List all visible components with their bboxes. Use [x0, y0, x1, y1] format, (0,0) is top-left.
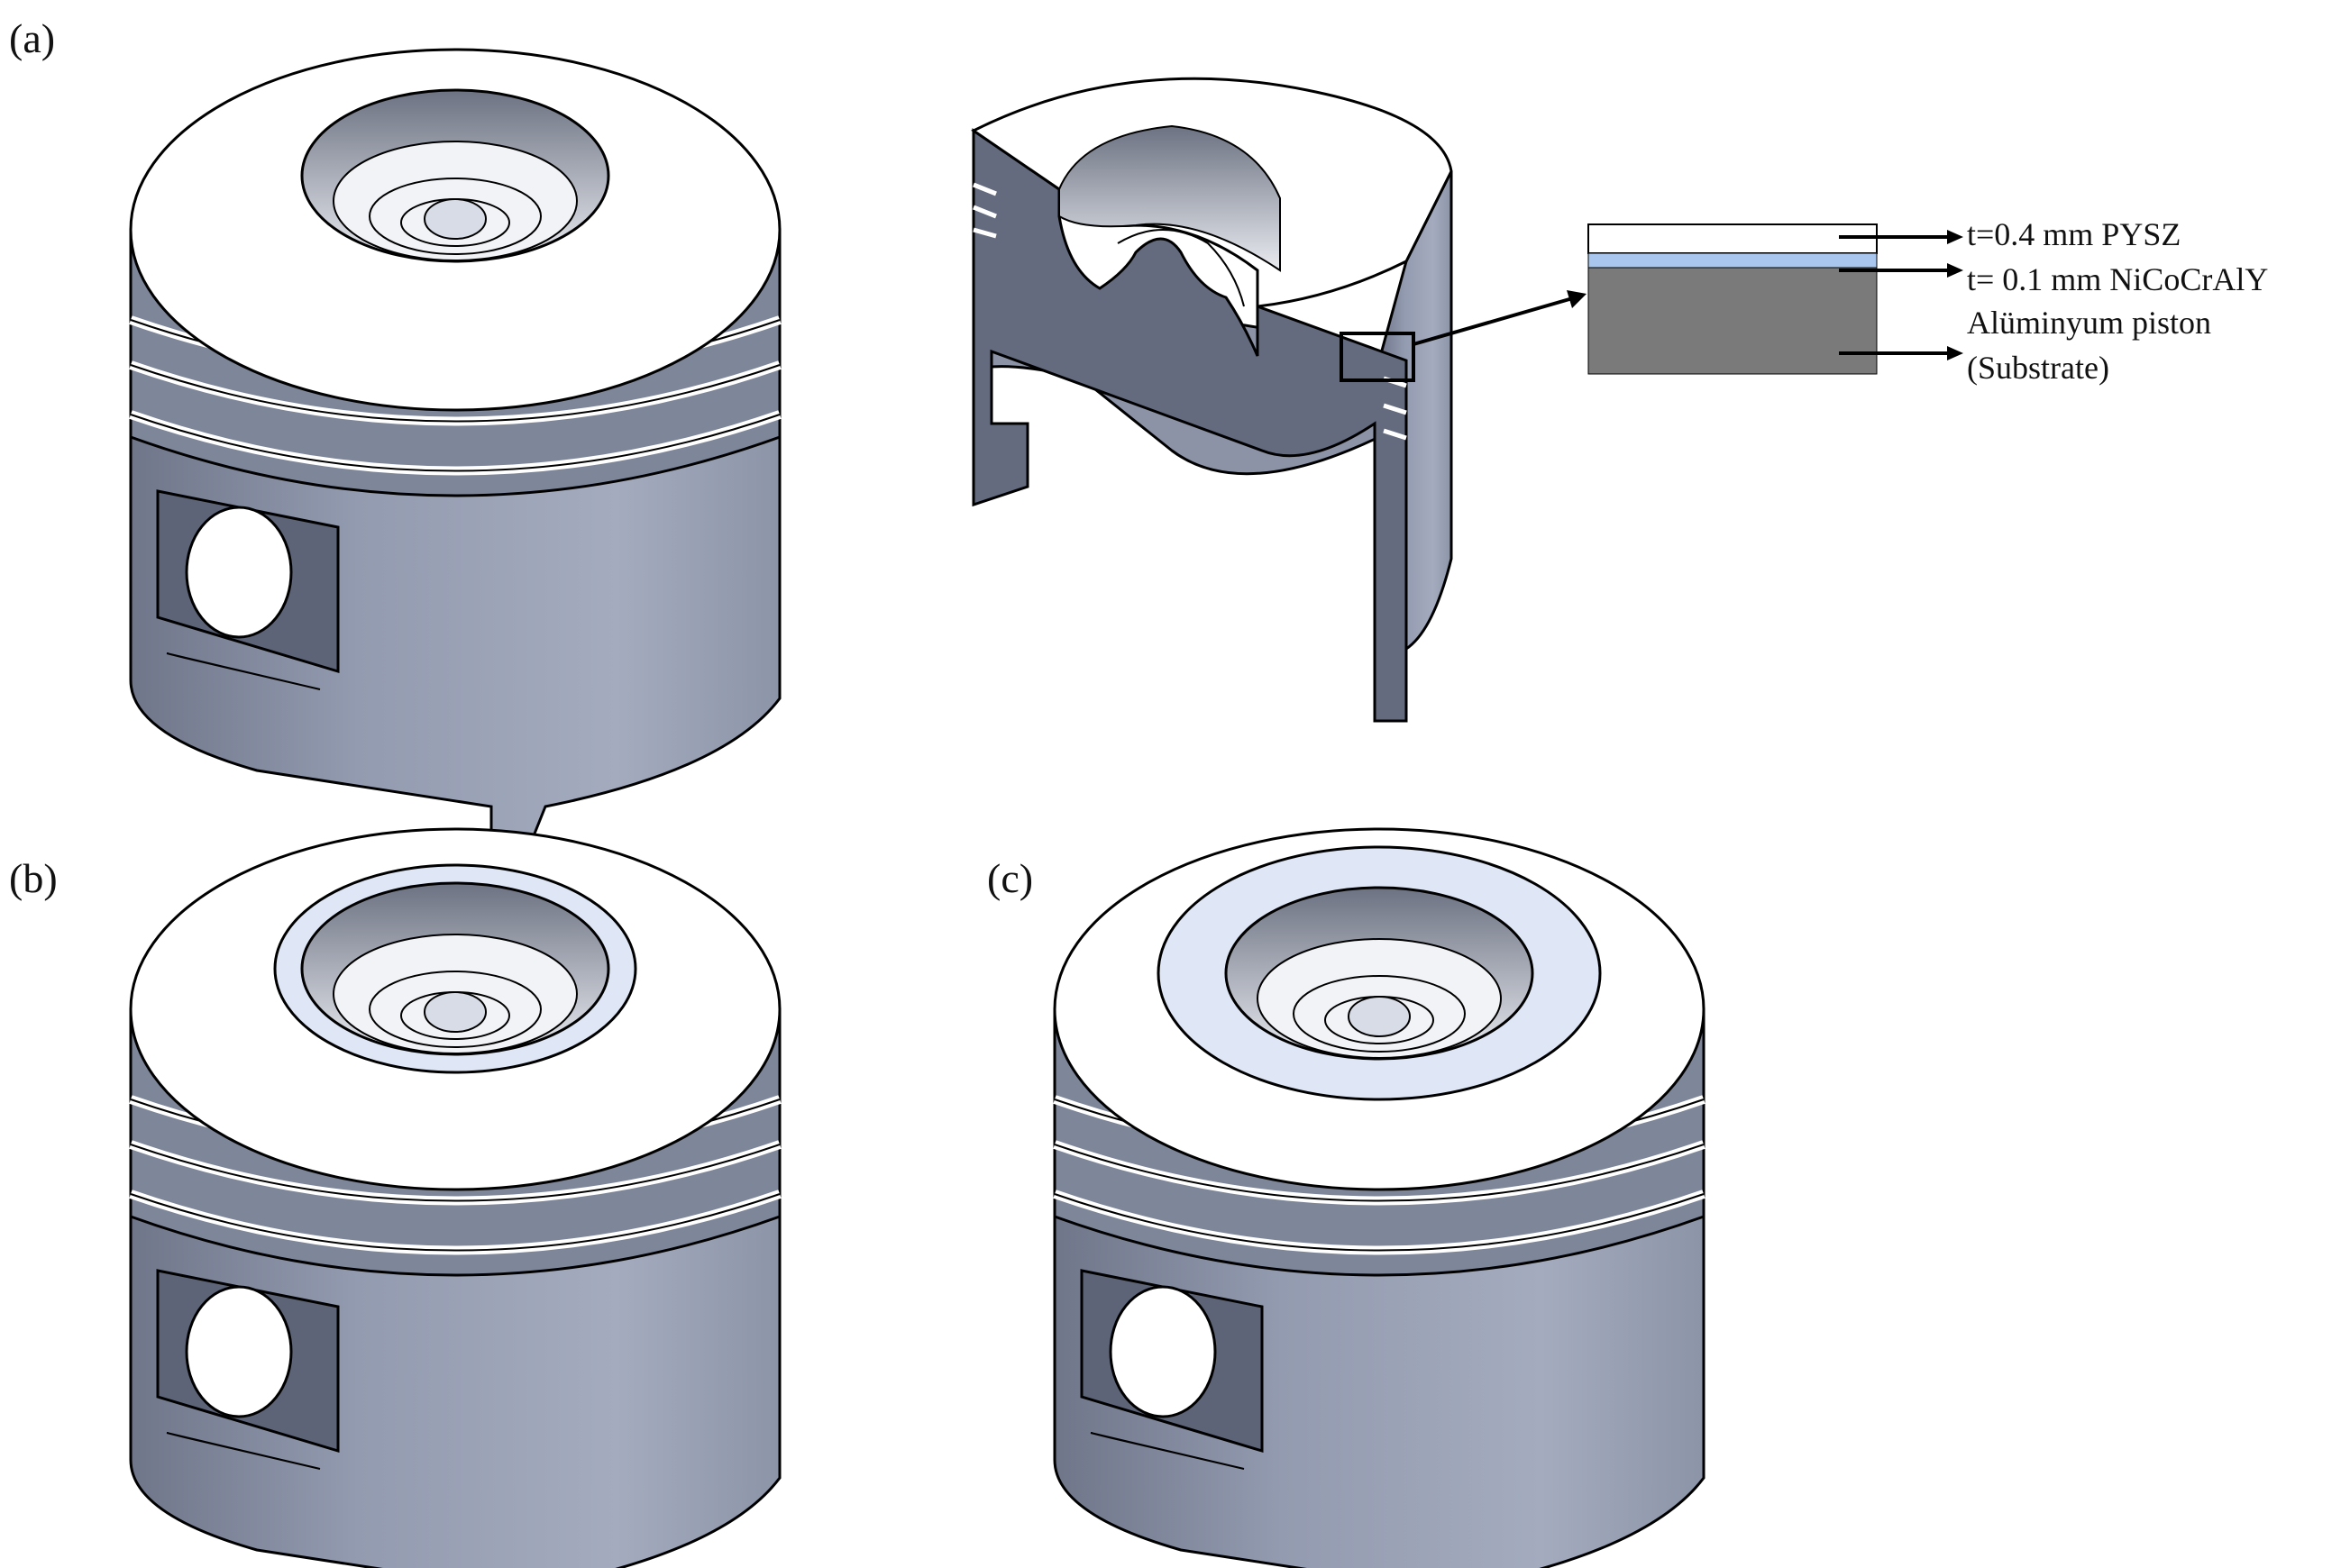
piston-b [131, 829, 780, 1568]
layer-stack: t=0.4 mm PYSZ t= 0.1 mm NiCoCrAlY Alümin… [1587, 216, 2268, 386]
panel-label-a: (a) [9, 15, 55, 61]
piston-a-cutaway [971, 77, 1587, 723]
piston-a-full [131, 50, 780, 861]
detail-box [1340, 332, 1415, 382]
panel-label-b: (b) [9, 855, 58, 901]
label-nicocraly: t= 0.1 mm NiCoCrAlY [1967, 261, 2268, 297]
layer-substrate [1587, 267, 1878, 375]
label-substrate: Alüminyum piston [1967, 305, 2211, 341]
layer-pysz [1587, 223, 1878, 254]
label-pysz: t=0.4 mm PYSZ [1967, 216, 2181, 252]
piston-c [1055, 829, 1704, 1568]
panel-label-c: (c) [987, 855, 1033, 901]
label-substrate-note: (Substrate) [1967, 350, 2109, 386]
layer-nicocraly [1587, 252, 1878, 269]
